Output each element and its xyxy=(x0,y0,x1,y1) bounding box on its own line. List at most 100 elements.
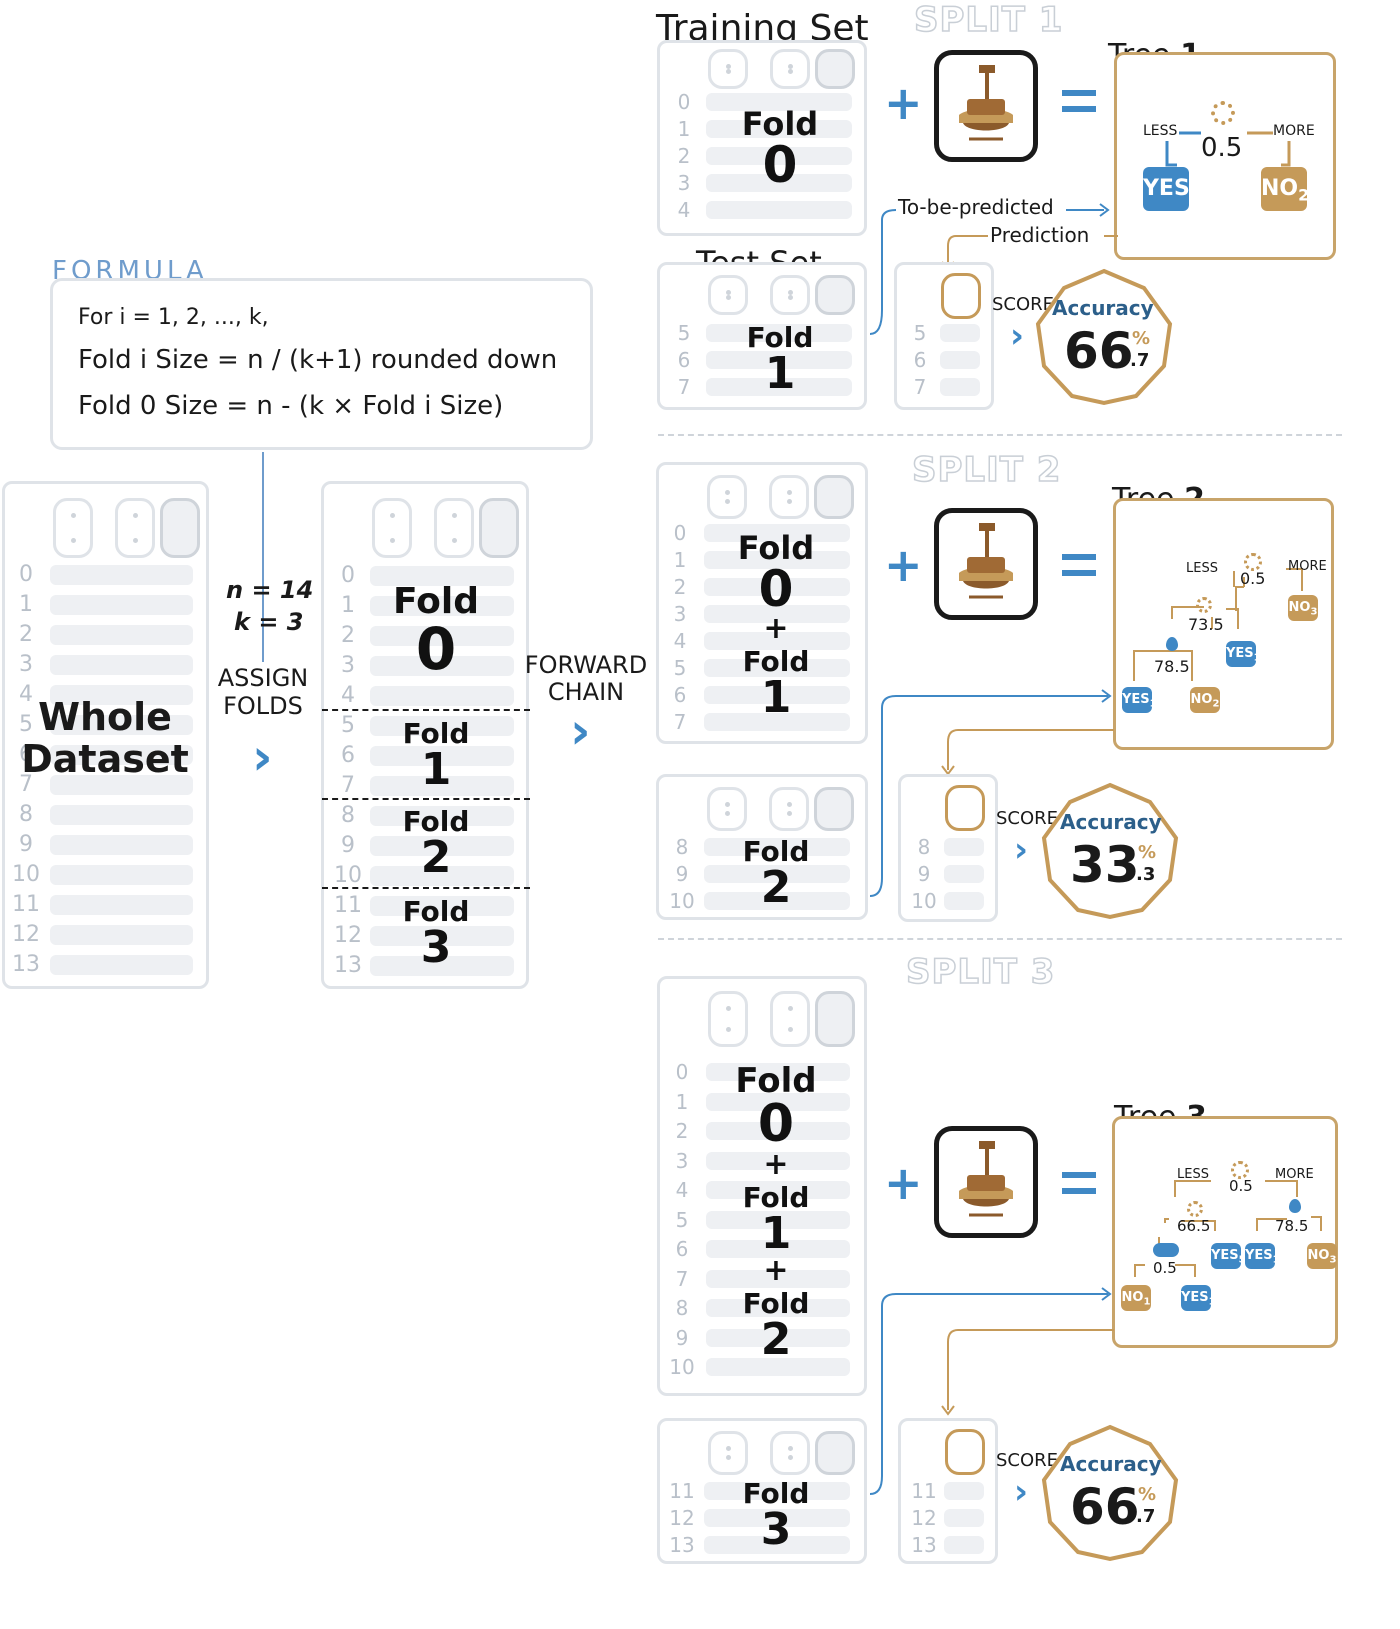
table-header-icon xyxy=(708,991,748,1047)
to-be-predicted-label: To-be-predicted xyxy=(898,195,1054,219)
row-bar xyxy=(940,378,980,396)
fold-word: Fold xyxy=(737,529,815,567)
row-number: 0 xyxy=(677,90,691,114)
row-number: 7 xyxy=(677,375,691,399)
table-header-settings-icon xyxy=(479,498,519,558)
flow-arrows xyxy=(869,689,1114,897)
plus-sign: + xyxy=(763,611,789,646)
s2-tree-box: LESS MORE 0.5 73.5 78.5 NO3 YES1 YES1 NO… xyxy=(1113,498,1334,750)
score-label: SCORE xyxy=(996,808,1059,829)
equals-icon xyxy=(1062,554,1096,576)
fold-number: 1 xyxy=(760,672,792,723)
accuracy-pct: % xyxy=(1138,842,1157,863)
row-number: 13 xyxy=(669,1533,695,1557)
row-bar xyxy=(704,1536,850,1554)
accuracy-int: 33 xyxy=(1070,836,1140,894)
leaf-yes: YES1 xyxy=(1226,641,1261,667)
row-number: 5 xyxy=(913,321,927,345)
row-number: 5 xyxy=(677,321,691,345)
row-bar xyxy=(944,1509,984,1527)
row-bar xyxy=(370,926,514,946)
fold-word: Fold xyxy=(742,1181,810,1214)
row-bar xyxy=(50,565,193,585)
table-header-icon xyxy=(53,498,93,558)
s2-accuracy-badge: Accuracy 33 % .3 xyxy=(1038,782,1182,920)
row-bar xyxy=(50,895,193,915)
tree-edges xyxy=(1133,568,1303,681)
row-number: 5 xyxy=(673,656,687,680)
tree-less-label: LESS xyxy=(1143,123,1178,139)
table-header-icon xyxy=(769,475,809,519)
row-bar xyxy=(706,351,852,369)
s1-train-fold: Fold 0 xyxy=(712,108,848,190)
row-number: 6 xyxy=(673,683,687,707)
tree-less-label: LESS xyxy=(1177,1167,1209,1182)
accuracy-label: Accuracy xyxy=(1060,1452,1162,1476)
row-number: 0 xyxy=(673,521,687,545)
accuracy-value: 66 % .7 xyxy=(1070,1478,1156,1536)
accuracy-pct: % xyxy=(1132,328,1151,349)
row-number: 7 xyxy=(675,1266,689,1291)
row-bar xyxy=(704,578,850,596)
fold-number: 0 xyxy=(758,560,794,618)
row-number: 2 xyxy=(675,1119,689,1143)
fold-separator xyxy=(322,887,530,889)
prediction-icon xyxy=(941,273,981,319)
row-number: 3 xyxy=(341,653,355,678)
fold-word: Fold xyxy=(393,581,479,622)
table-header-icon xyxy=(372,498,412,558)
row-number: 12 xyxy=(911,1506,937,1530)
split-divider xyxy=(658,938,1342,940)
row-number: 5 xyxy=(675,1207,689,1232)
s1-accuracy-badge: Accuracy 66 % .7 xyxy=(1032,268,1176,406)
leaf-no: NO3 xyxy=(1307,1243,1337,1269)
split-3-title: SPLIT 3 xyxy=(905,951,1056,993)
formula-line-2: Fold i Size = n / (k+1) rounded down xyxy=(78,345,558,375)
row-bar xyxy=(370,716,514,736)
row-bar xyxy=(50,655,193,675)
row-bar xyxy=(50,775,193,795)
row-bar xyxy=(370,836,514,856)
plus-sign: + xyxy=(763,1253,789,1288)
assign-line-1: ASSIGN xyxy=(217,664,309,692)
s3-test-fold: Fold 3 xyxy=(708,1480,844,1552)
row-number: 8 xyxy=(917,835,931,859)
row-number: 1 xyxy=(19,592,33,617)
row-number: 4 xyxy=(675,1178,689,1202)
accuracy-dec: .7 xyxy=(1130,350,1150,371)
row-number: 6 xyxy=(675,1237,689,1261)
row-bar xyxy=(704,892,850,910)
row-number: 4 xyxy=(341,683,355,708)
leaf-count: 1 xyxy=(1143,1296,1151,1308)
row-number: 5 xyxy=(341,713,355,738)
row-bar xyxy=(944,1536,984,1554)
row-number: 2 xyxy=(19,622,33,647)
row-number: 2 xyxy=(341,623,355,648)
whole-label-line-2: Dataset xyxy=(21,737,189,781)
model-icon xyxy=(934,508,1038,620)
tree-node-value: 66.5 xyxy=(1177,1217,1211,1235)
row-number: 0 xyxy=(19,562,33,587)
badge-shape xyxy=(1041,1424,1179,1562)
row-bar xyxy=(704,713,850,731)
tree-node-value: 73.5 xyxy=(1188,615,1224,634)
sun-icon xyxy=(1231,1161,1249,1179)
table-header-settings-icon xyxy=(815,1431,855,1475)
row-bar xyxy=(370,746,514,766)
plus-sign: + xyxy=(763,1147,789,1182)
row-number: 10 xyxy=(334,863,362,888)
row-number: 0 xyxy=(341,563,355,588)
fold-number: 3 xyxy=(760,1504,792,1555)
fold-number: 0 xyxy=(415,615,457,683)
table-header-icon xyxy=(708,275,748,315)
leaf-label: NO xyxy=(1307,1248,1330,1263)
row-number: 1 xyxy=(673,548,687,572)
row-bar xyxy=(706,1151,850,1170)
fold-number: 1 xyxy=(764,348,796,399)
fold-word: Fold xyxy=(402,895,470,928)
row-bar xyxy=(50,625,193,645)
leaf-count: 2 xyxy=(1298,185,1310,205)
leaf-label: YES xyxy=(1226,646,1254,661)
row-bar xyxy=(370,686,514,706)
leaf-label: YES xyxy=(1211,1248,1239,1263)
